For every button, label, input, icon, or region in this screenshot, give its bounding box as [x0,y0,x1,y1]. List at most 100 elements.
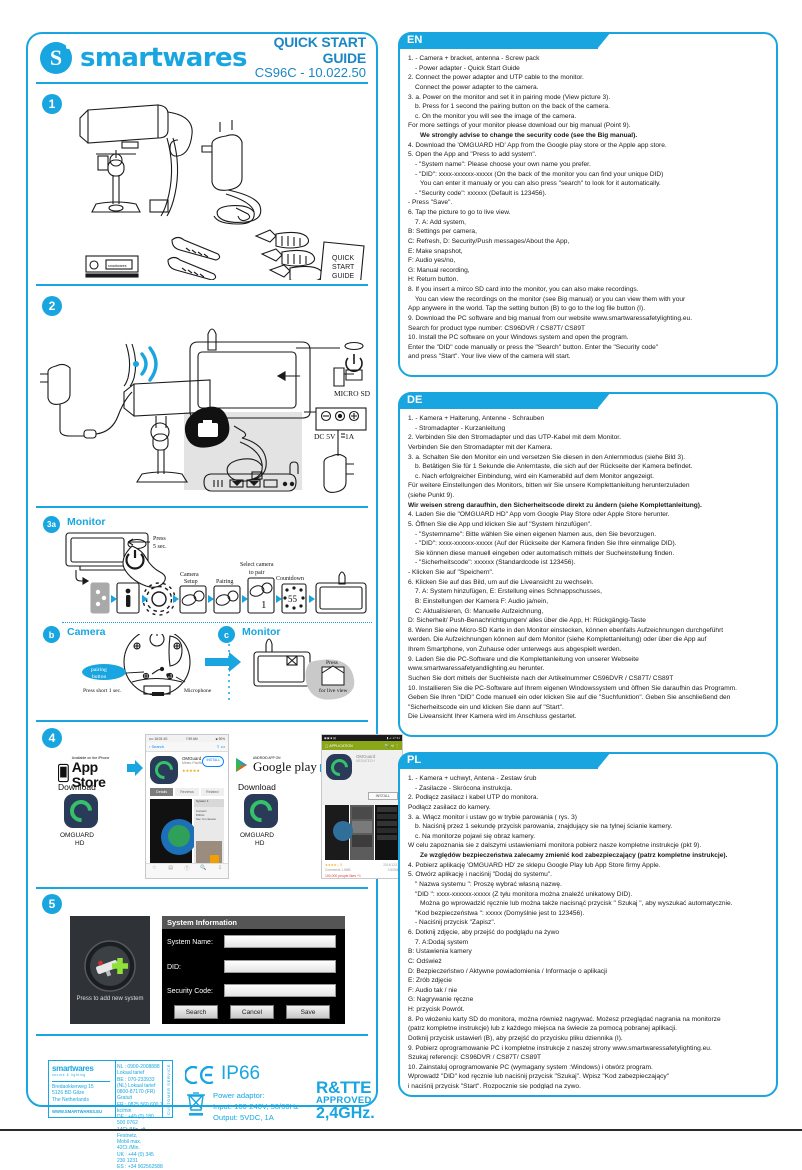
instruction-line: 10. Install the PC software on your Wind… [408,334,629,342]
system-information-dialog: System Information System Name: DID: Sec… [162,916,345,1024]
instruction-line: 1. - Camera + bracket, antenna - Screw p… [408,55,540,62]
svg-text:QUICK: QUICK [332,255,355,262]
instruction-line: - Naciśnij przycisk "Zapisz". [415,919,496,927]
instruction-line: www.smartwaressafetyandlighting.eu herun… [408,665,545,673]
instruction-line: Wir weisen streng daraufhin, den Sicherh… [408,501,702,509]
save-button[interactable]: Save [286,1005,330,1019]
android-install-button[interactable]: INSTALL [367,792,398,800]
language-body-en: 1. - Camera + bracket, antenna - Screw p… [408,54,768,369]
appstore-small-text: Available on the iPhone [71,756,110,760]
language-body-pl: 1. - Kamera + uchwyt, Antena - Zestaw śr… [408,774,768,1089]
step-3b-badge: b [43,626,60,643]
cancel-button[interactable]: Cancel [230,1005,274,1019]
instruction-line: Geben Sie Ihren "DID" Code manuell ein o… [408,694,731,702]
instruction-line: C: Aktualisieren, G: Manuelle Aufzeichnu… [415,607,544,615]
language-block-de: DE 1. - Kamera + Halterung, Antenne - Sc… [398,392,778,737]
did-input[interactable] [224,960,336,973]
svg-text:DC 5V: DC 5V [314,432,336,441]
omguard-app-icon-ios [64,794,98,828]
instruction-line: B: Ustawienia kamery [408,948,472,956]
svg-text:1: 1 [261,599,267,611]
instruction-line: b. Betätigen Sie für 1 Sekunde die Anler… [415,463,693,471]
instruction-line: "Sicherheitscode ein und klicken Sie dan… [408,703,564,711]
search-button[interactable]: Search [174,1005,218,1019]
language-tab-pl: PL [398,752,611,769]
omguard-app-icon-android [244,794,278,828]
adapter-line-1: Power adaptor: [213,1091,265,1100]
instruction-line: - "DID": xxxx-xxxxxx-xxxxx (On the back … [415,170,664,178]
svg-text:Press short 1 sec.: Press short 1 sec. [83,688,122,694]
ce-mark-icon [185,1066,214,1084]
instruction-line: Szukaj referencji: CS96DVR / CS87T/ CS89… [408,1054,542,1062]
page-title: QUICK START GUIDE [273,34,367,66]
fig2-wiring-illustration: MICRO SD DC 5V 1A [40,328,371,493]
ios-tab-details[interactable]: Details [150,788,174,796]
ios-install-button[interactable]: INSTALL [202,756,224,767]
instruction-line: 5. Otwórz aplikację i naciśnij "Dodaj do… [408,871,552,879]
app-name-line2-android: HD [255,840,265,847]
svg-text:55: 55 [288,594,298,604]
instruction-line: - Press "Save". [408,199,453,207]
add-new-system-panel[interactable]: Press to add new system [70,916,150,1024]
security-code-input[interactable] [224,984,336,997]
fig1-box-contents-illustration: QUICK START GUIDE smartwares [79,104,365,280]
instruction-line: Wprowadź "DID" kod ręcznie lub naciśnij … [408,1073,670,1081]
instruction-line: 7. A:Dodaj system [415,938,469,946]
page-bottom-rule [0,1129,802,1131]
divider-dotted-3a [62,622,372,623]
divider-step4 [36,887,368,889]
instruction-line: Verbinden Sie den Stromadapter mit der K… [408,443,553,451]
system-name-input[interactable] [224,935,336,948]
instruction-line: W celu zapoznania sie z dalszymi ustawie… [408,842,702,850]
instruction-line: 1. - Kamera + Halterung, Antenne - Schra… [408,415,545,422]
footer-website: WWW.SMARTWARES.EU [52,1109,103,1114]
svg-text:MICRO SD: MICRO SD [334,389,371,398]
instruction-line: Die Liveansicht Ihrer Kamera wird im Ans… [408,713,577,721]
ios-app-store-screenshot: •••• 18:03 4G 7:59 AM ■ 90% ‹ Search ⇪ •… [145,734,229,879]
googleplay-badge[interactable]: ANDROID APP ON Google play [235,756,317,774]
instruction-line: 7. A: Add system, [415,218,466,226]
android-people-likes: 100,000 people likes +1 [325,874,361,878]
ios-app-title: OMGuard [182,756,202,761]
instruction-line: App anywere in the world. Tap the settin… [408,305,646,313]
contact-line: NL : 0900-2008888 Lokaal tarief [117,1064,160,1077]
appstore-badge[interactable]: Available on the iPhone App Store [58,756,124,789]
instruction-line: Ze względów bezpieczeństwa zalecamy zmie… [420,852,728,859]
instruction-line: D: Bezpieczeństwo / Aktywne powiadomieni… [408,967,608,975]
instruction-line: For more settings of your monitor please… [408,122,631,130]
footer-address-1: Bredaokkerweg 15 [52,1084,94,1090]
instruction-line: - "Systemname": Bitte wählen Sie einen e… [415,530,657,538]
smartwares-logo-icon: S [40,42,72,74]
instruction-line: Enter the "DID" code manually or press t… [408,343,659,351]
divider-step5 [36,1034,368,1036]
instruction-line: (patrz kompletne instrukcje) lub z każde… [408,1025,678,1033]
instruction-line: c. Na monitorze pojawi się obraz kamery. [415,832,536,840]
instruction-line: c. Nach erfolgreicher Einbindung, wird e… [415,472,654,480]
svg-text:START: START [332,264,355,271]
ios-tab-related[interactable]: Related [200,788,224,796]
system-name-label: System Name: [167,939,213,946]
instruction-line: " Nazwa systemu ": Proszę wybrać własną … [415,880,562,888]
instruction-line: "DID ": xxxx-xxxxxx-xxxxx (Z tyłu monito… [415,890,633,898]
security-code-label: Security Code: [167,988,213,995]
instruction-line: 5. Öffnen Sie die App und klicken Sie au… [408,520,592,528]
logo-letter: S [49,45,63,70]
download-label-android: Download [238,782,276,792]
step-2-badge: 2 [42,296,62,316]
ios-tab-reviews[interactable]: Reviews [175,788,199,796]
googleplay-label: Google play [253,759,317,774]
instruction-line: 7. A: System hinzufügen, E: Erstellung e… [415,588,602,596]
contact-line: FR : 0825 560 600 1 kc/min [117,1101,163,1114]
step-5-badge: 5 [42,894,62,914]
language-block-en: EN 1. - Camera + bracket, antenna - Scre… [398,32,778,377]
instruction-line: 4. Laden Sie die "OMGUARD HD" App vom Go… [408,511,670,519]
instruction-line: G: Manual recording, [408,266,470,274]
adapter-line-2: Input: 100-240V, 50/60Hz [213,1101,299,1111]
contact-line: DE : +49 (0) 180 500 0762 [117,1114,154,1127]
fig3bc-camera-back-and-live-view: pairing button Press short 1 sec. Microp… [82,634,355,700]
svg-text:for live view: for live view [319,687,349,694]
divider-step1 [36,284,368,286]
instruction-line: - "DID": xxxx-xxxxxx-xxxxx (Auf der Rück… [415,540,677,548]
google-play-icon [236,757,247,772]
did-label: DID: [167,964,181,971]
